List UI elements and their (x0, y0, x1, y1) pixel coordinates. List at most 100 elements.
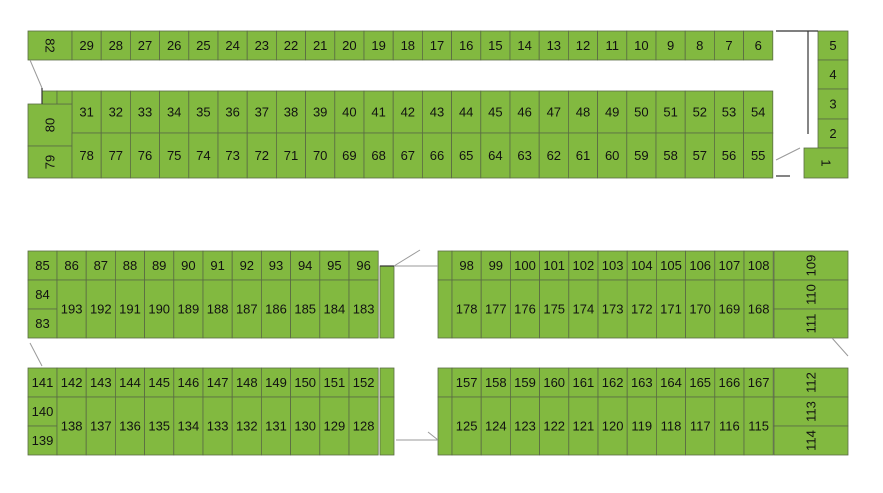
stall-105: 105 (656, 250, 687, 281)
stall-76: 76 (129, 132, 160, 179)
stall-end (379, 265, 395, 339)
stall-192: 192 (85, 279, 116, 339)
stall-115: 115 (743, 396, 774, 456)
stall-number: 178 (456, 302, 478, 317)
stall-number: 142 (61, 375, 83, 390)
stall-number: 84 (35, 287, 49, 302)
stall-number: 58 (663, 148, 677, 163)
stall-number: 184 (324, 302, 346, 317)
stall-150: 150 (290, 367, 321, 398)
stall-158: 158 (480, 367, 511, 398)
stall-end (379, 367, 395, 398)
stall-177: 177 (480, 279, 511, 339)
stall-25: 25 (188, 30, 219, 61)
stall-82: 82 (27, 30, 73, 61)
stall-135: 135 (144, 396, 175, 456)
stall-stub (41, 90, 58, 105)
stall-98: 98 (451, 250, 482, 281)
stall-number: 144 (119, 375, 141, 390)
stall-number: 22 (284, 38, 298, 53)
stall-147: 147 (202, 367, 233, 398)
stall-125: 125 (451, 396, 482, 456)
stall-124: 124 (480, 396, 511, 456)
stall-number: 66 (430, 148, 444, 163)
access-line (393, 249, 421, 267)
stall-number: 60 (605, 148, 619, 163)
stall-number: 91 (210, 258, 224, 273)
stall-number: 149 (265, 375, 287, 390)
stall-94: 94 (290, 250, 321, 281)
stall-79: 79 (27, 145, 73, 179)
stall-number: 21 (313, 38, 327, 53)
stall-number: 99 (489, 258, 503, 273)
stall-number: 190 (148, 302, 170, 317)
stall-84: 84 (27, 279, 58, 310)
stall-number: 134 (178, 419, 200, 434)
stall-number: 82 (43, 38, 58, 52)
stall-54: 54 (743, 90, 774, 134)
stall-100: 100 (509, 250, 540, 281)
stall-number: 57 (693, 148, 707, 163)
stall-number: 139 (32, 433, 54, 448)
stall-60: 60 (597, 132, 628, 179)
stall-number: 72 (255, 148, 269, 163)
stall-149: 149 (260, 367, 291, 398)
stall-number: 74 (196, 148, 210, 163)
stall-number: 188 (207, 302, 229, 317)
stall-165: 165 (685, 367, 716, 398)
stall-141: 141 (27, 367, 58, 398)
stall-123: 123 (509, 396, 540, 456)
stall-167: 167 (743, 367, 774, 398)
stall-6: 6 (743, 30, 774, 61)
stall-26: 26 (159, 30, 190, 61)
stall-number: 36 (225, 105, 239, 120)
stall-62: 62 (538, 132, 569, 179)
stall-121: 121 (568, 396, 599, 456)
stall-132: 132 (231, 396, 262, 456)
stall-number: 59 (634, 148, 648, 163)
stall-number: 173 (602, 302, 624, 317)
stall-number: 87 (94, 258, 108, 273)
stall-number: 48 (576, 105, 590, 120)
stall-number: 90 (181, 258, 195, 273)
stall-168: 168 (743, 279, 774, 339)
stall-119: 119 (626, 396, 657, 456)
stall-number: 95 (327, 258, 341, 273)
stall-end (437, 250, 453, 281)
stall-78: 78 (71, 132, 102, 179)
stall-number: 37 (255, 105, 269, 120)
stall-number: 94 (298, 258, 312, 273)
stall-number: 15 (488, 38, 502, 53)
stall-number: 122 (543, 419, 565, 434)
stall-number: 138 (61, 419, 83, 434)
stall-number: 133 (207, 419, 229, 434)
stall-145: 145 (144, 367, 175, 398)
stall-end (437, 396, 453, 456)
stall-number: 5 (829, 38, 836, 53)
stall-61: 61 (568, 132, 599, 179)
stall-number: 159 (514, 375, 536, 390)
stall-140: 140 (27, 396, 58, 427)
stall-number: 121 (573, 419, 595, 434)
stall-110: 110 (773, 279, 849, 310)
stall-65: 65 (451, 132, 482, 179)
stall-number: 104 (631, 258, 653, 273)
stall-number: 136 (119, 419, 141, 434)
stall-number: 128 (353, 419, 375, 434)
stall-end (437, 279, 453, 339)
stall-92: 92 (231, 250, 262, 281)
stall-173: 173 (597, 279, 628, 339)
stall-number: 79 (43, 155, 58, 169)
stall-128: 128 (348, 396, 379, 456)
stall-number: 183 (353, 302, 375, 317)
stall-139: 139 (27, 425, 58, 456)
stall-number: 103 (602, 258, 624, 273)
stall-number: 51 (663, 105, 677, 120)
stall-116: 116 (714, 396, 745, 456)
stall-104: 104 (626, 250, 657, 281)
stall-number: 189 (178, 302, 200, 317)
stall-137: 137 (85, 396, 116, 456)
stall-number: 26 (167, 38, 181, 53)
stall-end (437, 367, 453, 398)
stall-142: 142 (56, 367, 87, 398)
